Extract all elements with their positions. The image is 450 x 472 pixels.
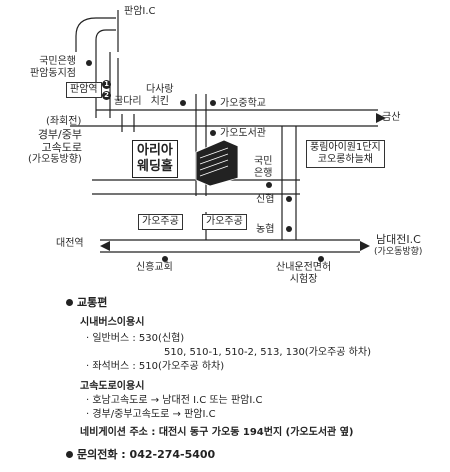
highway-line-2	[95, 29, 116, 52]
gyeongbu-label: 경부/중부 고속도로	[37, 128, 82, 154]
kookmin-panam-label: 국민은행 판암동지점	[30, 56, 76, 79]
panam-ic-label: 판암I.C	[124, 6, 156, 17]
darang-chicken-label: 다사랑 치킨	[146, 84, 174, 107]
regular-bus-cont-line: 510, 510-1, 510-2, 513, 130(가오주공 하차)	[164, 347, 371, 358]
panam-station-box: 판암역	[66, 82, 102, 98]
kookmin-bank-marker	[266, 182, 272, 188]
contact-text: 문의전화 : 042-274-5400	[77, 448, 216, 461]
driving-test-label: 산내운전면허 시험장	[276, 262, 332, 285]
highway-heading: 고속도로이용시	[80, 381, 145, 392]
shinhyeop-marker	[286, 196, 292, 202]
arrow-right-nambu	[360, 241, 370, 251]
venue-label: 아리아 웨딩홀	[132, 140, 178, 178]
exit-2-marker: 2	[102, 91, 111, 100]
gyeongbu-route-line: · 경부/중부고속도로 → 판암I.C	[86, 409, 216, 420]
location-map	[70, 10, 386, 253]
exit-1-marker: 1	[102, 80, 111, 89]
nonghyeop-label: 농협	[256, 224, 275, 235]
gayang-middle-label: 가오중학교	[220, 98, 266, 109]
venue-building-icon	[195, 139, 239, 187]
highway-line-1	[75, 17, 116, 52]
daejeon-station-label: 대전역	[56, 238, 84, 249]
regular-bus-line: · 일반버스 : 530(신협)	[86, 333, 185, 344]
gyeongbu-dir-label: (가오동방향)	[28, 154, 82, 165]
contact-heading: 문의전화 : 042-274-5400	[66, 448, 215, 462]
city-bus-heading: 시내버스이용시	[80, 317, 145, 328]
nambu-ic-label: 남대전I.C	[376, 233, 421, 246]
shinhyeop-label: 신협	[256, 194, 275, 205]
gayang-jugong-box-1: 가오주공	[138, 214, 183, 230]
arrow-left-daejeon	[100, 241, 110, 251]
shinheung-church-marker	[162, 256, 168, 262]
gayang-middle-marker	[210, 100, 216, 106]
darang-chicken-marker	[180, 100, 186, 106]
bullet-icon	[66, 299, 73, 306]
seat-bus-line: · 좌석버스 : 510(가오주공 하차)	[86, 361, 225, 372]
bullet-icon	[66, 451, 73, 458]
left-turn-label: (좌회전)	[46, 116, 82, 127]
honam-route-line: · 호남고속도로 → 남대전 I.C 또는 판암I.C	[86, 395, 263, 406]
geumsan-label: 금산	[382, 112, 401, 123]
gayang-library-marker	[210, 130, 216, 136]
nambu-dir-label: (가오동방향)	[374, 247, 423, 257]
navigation-line: 네비게이션 주소 : 대전시 동구 가오동 194번지 (가오도서관 옆)	[80, 427, 354, 438]
driving-test-marker	[318, 256, 324, 262]
arrow-right-geumsan	[376, 113, 386, 123]
gayang-library-label: 가오도서관	[220, 128, 266, 139]
nonghyeop-marker	[286, 226, 292, 232]
transport-title: 교통편	[77, 296, 108, 309]
kookmin-bank-label: 국민 은행	[254, 156, 273, 179]
gayang-jugong-box-2: 가오주공	[202, 214, 247, 230]
pungrim-box: 풍림아이원1단지 코오롱하늘채	[306, 140, 385, 168]
kookmin-panam-marker	[86, 60, 92, 66]
guldari-label: 굴다리	[114, 96, 142, 107]
shinheung-church-label: 신흥교회	[136, 262, 173, 273]
transport-heading: 교통편	[66, 296, 107, 310]
